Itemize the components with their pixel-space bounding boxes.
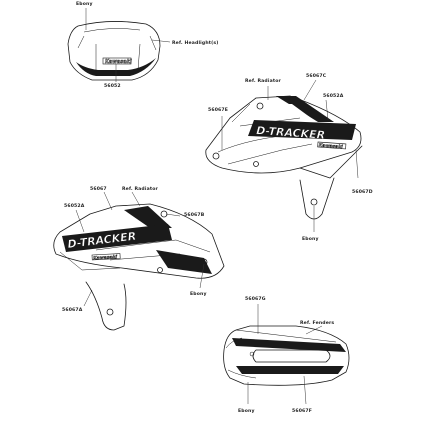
rear-fender-stripe-top bbox=[232, 338, 346, 352]
left-shroud-stripe-dark-2 bbox=[156, 250, 212, 274]
label-56067b: 56067B bbox=[184, 212, 205, 218]
headlight-cover-edge bbox=[77, 35, 157, 51]
left-shroud-curve bbox=[95, 239, 211, 253]
rear-fender-bottom-curve bbox=[227, 369, 257, 379]
leader-56067d bbox=[355, 149, 359, 179]
label-56067f: 56067F bbox=[292, 408, 312, 414]
right-shroud-flap bbox=[299, 177, 335, 220]
label-ref-radiator-right: Ref. Radiator bbox=[245, 78, 281, 84]
right-shroud-group: D-TRACKER Kawasaki Ref. Radiator 56067C … bbox=[205, 73, 373, 242]
label-ref-radiator-left: Ref. Radiator bbox=[122, 186, 158, 192]
rear-fender-group: 56067G Ref. Fenders Ebony 56067F bbox=[223, 296, 350, 414]
left-brand-decal bbox=[91, 253, 121, 261]
leader-ref-headlight bbox=[151, 39, 171, 43]
right-brand-text: Kawasaki bbox=[319, 143, 344, 151]
right-logo-text: D-TRACKER bbox=[256, 124, 326, 142]
headlight-decal-brand: Kawasaki bbox=[105, 59, 132, 65]
left-shroud-bolt-3 bbox=[157, 267, 163, 273]
left-shroud-group: D-TRACKER Kawasaki 56067 Ref. Radiator 5… bbox=[53, 186, 225, 331]
rear-fender-top-edge bbox=[235, 329, 337, 343]
rear-fender-outline bbox=[223, 325, 350, 386]
label-56067d: 56067D bbox=[352, 189, 373, 195]
leader-56067f bbox=[303, 375, 307, 405]
right-brand-decal bbox=[317, 141, 347, 150]
right-shroud-bolt-3 bbox=[253, 161, 259, 167]
leader-56067c bbox=[303, 79, 317, 101]
left-shroud-stripe-dark bbox=[124, 206, 172, 228]
right-shroud-lower-edge bbox=[299, 145, 363, 179]
leader-56067 bbox=[103, 191, 113, 211]
label-ref-headlight: Ref. Headlight(s) bbox=[172, 40, 218, 46]
leader-ebony-left bbox=[199, 263, 205, 289]
headlight-cover-band bbox=[76, 58, 156, 76]
label-ebony-top: Ebony bbox=[76, 1, 93, 7]
headlight-cover-outline bbox=[67, 21, 161, 81]
label-ebony-right: Ebony bbox=[302, 236, 319, 242]
leader-ref-fenders bbox=[305, 325, 323, 335]
label-ref-fenders: Ref. Fenders bbox=[300, 320, 334, 326]
headlight-decal-56052 bbox=[102, 57, 132, 65]
leader-56067b bbox=[165, 213, 181, 217]
right-shroud-stripe bbox=[227, 143, 313, 165]
headlight-cover-group: Kawasaki Ebony Ref. Headlight(s) 56052 bbox=[67, 1, 218, 89]
right-shroud-bolt-1 bbox=[256, 102, 264, 110]
label-ebony-bottom: Ebony bbox=[238, 408, 255, 414]
headlight-cover-inner bbox=[95, 43, 141, 71]
leader-ref-radiator-left bbox=[131, 191, 141, 207]
rear-fender-front-curve bbox=[225, 337, 243, 349]
headlight-cover-rim bbox=[83, 28, 141, 33]
label-56067c: 56067C bbox=[306, 73, 327, 79]
right-shroud-stripe-dark bbox=[276, 96, 334, 122]
right-shroud-bolt-2 bbox=[212, 152, 220, 160]
label-56067a: 56067A bbox=[62, 307, 83, 313]
rear-fender-center-cutout bbox=[252, 349, 331, 363]
rear-fender-stripe-bottom bbox=[236, 366, 344, 374]
left-flap-grommet bbox=[106, 308, 114, 316]
right-shroud-stripe-light bbox=[284, 104, 322, 126]
label-56052: 56052 bbox=[104, 83, 121, 89]
right-flap-grommet bbox=[310, 198, 318, 206]
left-shroud-lower-line bbox=[59, 251, 121, 271]
label-56052a-right: 56052A bbox=[323, 93, 344, 99]
leader-56052a-right bbox=[325, 99, 329, 121]
label-56067e: 56067E bbox=[208, 107, 228, 113]
leader-56067a bbox=[83, 289, 93, 307]
label-ebony-left: Ebony bbox=[190, 291, 207, 297]
leader-56052a-left bbox=[75, 209, 85, 233]
label-56067g: 56067G bbox=[245, 296, 266, 302]
label-56052a-left: 56052A bbox=[64, 203, 85, 209]
rear-fender-hole bbox=[249, 351, 255, 357]
left-shroud-outline bbox=[53, 203, 225, 279]
left-brand-text: Kawasaki bbox=[93, 254, 118, 261]
left-shroud-flap bbox=[85, 281, 127, 331]
right-logo-backing bbox=[248, 120, 356, 140]
left-logo-backing bbox=[62, 224, 172, 252]
label-56067: 56067 bbox=[90, 186, 107, 192]
